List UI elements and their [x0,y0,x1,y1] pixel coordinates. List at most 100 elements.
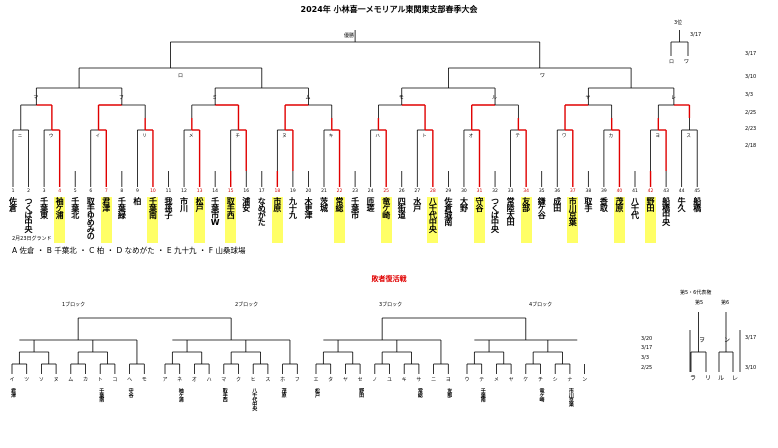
team-number: 12 [181,189,187,194]
team-number: 1 [11,189,15,194]
consolation-slot-kana: ヨ [445,377,451,383]
team-number: 45 [694,189,701,194]
group-kana: オ [468,134,474,139]
consolation-slot-kana: ニ [431,377,437,383]
round-date-semi: 3/10 [745,74,757,80]
team-name: 千葉緑 [117,197,127,218]
consolation-date-1: 3/20 [641,336,653,342]
consolation-slot-kana: フ [294,377,300,383]
team-name: 柏 [132,197,142,204]
team-number: 34 [523,189,529,194]
consolation-date-3: 3/3 [641,355,650,361]
team-name: 八千代 [630,197,640,218]
team-number: 26 [398,189,405,194]
consolation-title: 敗者復活戦 [371,275,407,283]
third-place-date: 3/17 [690,32,702,38]
team-name: つくば中央BOO [24,197,34,232]
team-number: 19 [290,189,296,194]
team-name: 匝瑳 [366,197,376,211]
team-name: 野田 [645,197,657,243]
team-number: 16 [243,189,250,194]
consolation-slot-kana: ヤ [508,377,514,383]
consolation-team: 千葉南 [479,388,486,402]
consolation-slot-kana: ム [68,377,74,383]
consolation-slot-kana: エ [313,377,319,383]
team-number: 11 [165,189,172,194]
consolation-slot-kana: チ [537,377,543,383]
consolation-team: 松戸 [314,388,320,397]
round-date-r2: 2/23 [745,126,757,132]
team-name: 常総 [334,197,346,243]
consolation-slot-kana: イ [9,377,15,383]
team-name: 竜ケ崎 [380,197,392,243]
team-number: 13 [196,189,203,194]
team-number: 10 [150,189,156,194]
block-label-3: 3ブロック [379,302,403,308]
consolation-slot-kana: セ [357,377,363,383]
group-kana: テ [515,134,520,139]
consolation-team: 野田 [358,388,365,397]
rep-date-semi: 3/10 [745,365,757,371]
consolation-team: 八千代中央 [251,388,258,411]
team-name: 取手ゆめみの [86,197,96,239]
team-name: 佐倉 [8,197,18,211]
consolation-slot-kana: ノ [372,377,378,383]
team-name: 木更津 [303,197,313,218]
team-name: 市原 [271,197,283,243]
group-kana: キ [328,134,334,139]
team-number: 32 [492,189,498,194]
group-kana: イ [95,134,101,139]
consolation-slot-kana: ケ [523,377,529,383]
team-number: 44 [678,189,685,194]
team-name: 常陸太田 [506,197,516,225]
round-date-final: 3/17 [745,51,757,57]
team-name: 九十九 [288,197,298,218]
consolation-team: 友部 [446,388,453,397]
rep-date-final: 3/17 [745,335,757,341]
team-name: 水戸 [412,197,422,211]
consolation-slot-kana: カ [82,377,88,383]
group-kana: リ [142,134,147,139]
round-date-r3: 2/25 [745,110,757,116]
group-kana: ヨ [655,134,660,139]
consolation-slot-kana: ト [97,377,103,383]
team-name: 市川 [179,197,189,211]
team-number: 20 [305,189,312,194]
page-title: 2024年 小林喜一メモリアル東関東支部春季大会 [300,5,478,14]
consolation-team: 君津 [10,388,16,397]
team-number: 9 [135,189,139,194]
team-number: 2 [27,189,30,194]
quarter-kana: マ [33,95,39,101]
team-number: 24 [367,189,374,194]
block-label-2: 2ブロック [235,302,259,308]
team-number: 7 [104,189,108,194]
consolation-team: 竜ケ崎 [538,388,545,402]
consolation-team: 常総 [416,388,423,397]
consolation-slot-kana: モ [141,377,147,383]
rep-kana-ra: ラ [689,375,696,382]
quarter-kana: ヤ [585,95,591,101]
consolation-slot-kana: シ [552,377,558,383]
round-date-quarter: 3/3 [745,92,754,98]
third-place-kana-left: ロ [669,59,675,65]
team-number: 8 [120,189,124,194]
team-number: 33 [507,189,514,194]
team-number: 28 [429,189,436,194]
team-number: 17 [258,189,265,194]
consolation-slot-kana: マ [221,377,227,383]
consolation-slot-kana: テ [479,377,485,383]
rep-sub-6: 第6 [721,300,730,306]
team-number: 27 [414,189,421,194]
team-name: 千葉市 [350,197,360,218]
team-name: なめがた [257,197,267,225]
quarter-kana: レ [670,95,676,101]
consolation-team: 守谷 [127,388,134,397]
team-number: 40 [616,189,623,194]
team-number: 39 [601,189,607,194]
team-name: 船橋 [692,197,702,211]
consolation-slot-kana: ソ [38,377,44,383]
group-kana: ト [422,134,427,139]
team-name: つくば中央 [490,197,500,232]
group-kana: メ [188,134,194,139]
group-kana: ウ [48,134,54,139]
